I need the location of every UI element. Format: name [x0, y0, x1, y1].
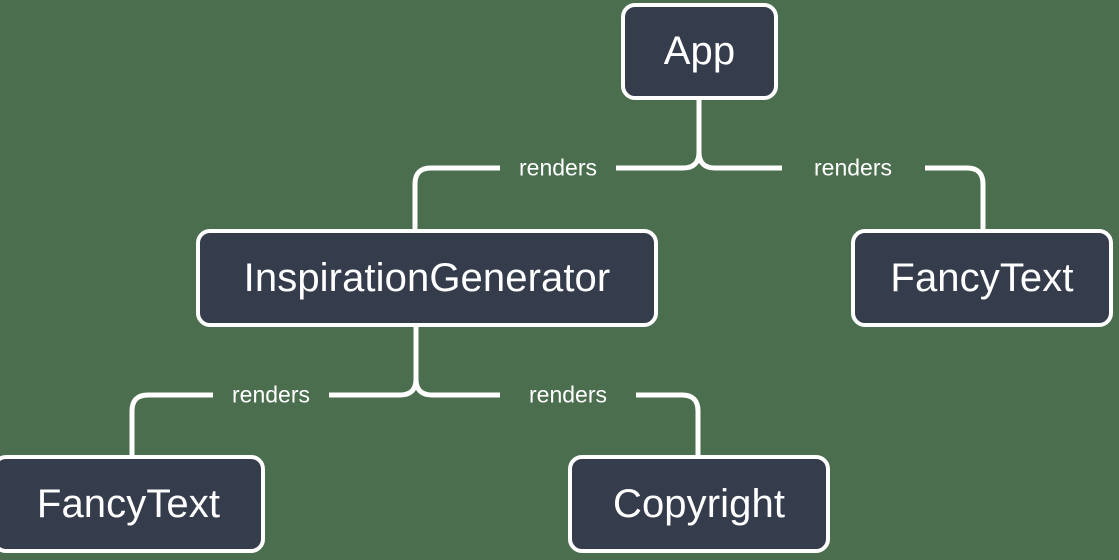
edge-label-inspirationgenerator-to-copyright: renders	[529, 381, 607, 408]
node-label: InspirationGenerator	[243, 255, 611, 300]
node-fancytext-right[interactable]: FancyText	[851, 229, 1113, 327]
node-fancytext-bottom[interactable]: FancyText	[0, 455, 265, 553]
edge-label-app-to-inspirationgenerator: renders	[519, 154, 597, 181]
node-inspiration-generator[interactable]: InspirationGenerator	[196, 229, 658, 327]
node-label: FancyText	[36, 481, 221, 526]
node-copyright[interactable]: Copyright	[568, 455, 830, 553]
node-label: Copyright	[612, 481, 786, 526]
node-app[interactable]: App	[621, 3, 778, 100]
node-label: App	[663, 29, 736, 73]
edge-label-app-to-fancytext-right: renders	[814, 154, 892, 181]
node-label: FancyText	[890, 255, 1074, 300]
edge-label-inspirationgenerator-to-fancytext-bottom: renders	[232, 381, 310, 408]
